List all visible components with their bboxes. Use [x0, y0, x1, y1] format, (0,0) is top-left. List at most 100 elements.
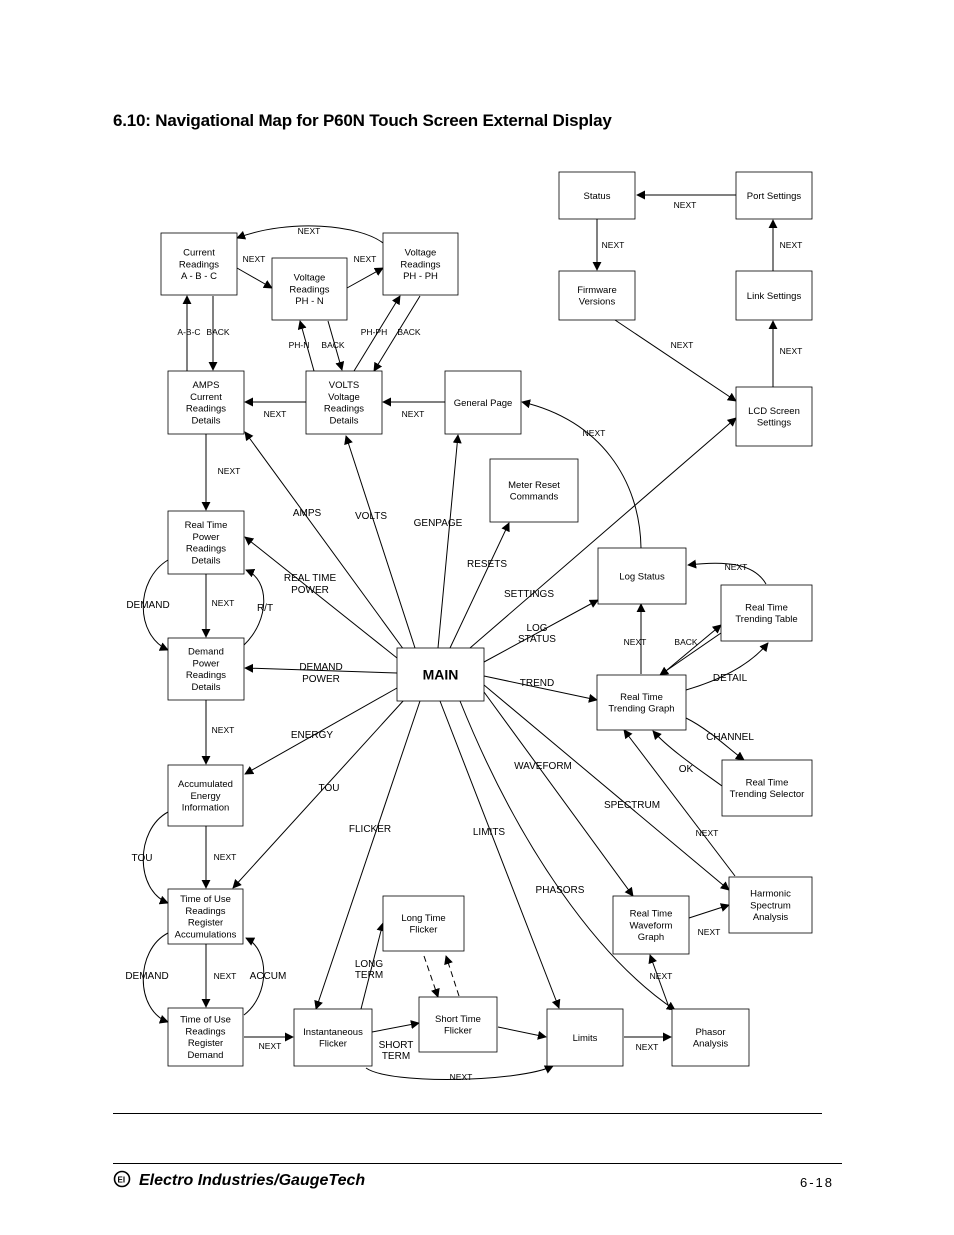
node-label-rtselector: Trending Selector — [730, 789, 805, 800]
edge-label-next-status: NEXT — [674, 200, 697, 210]
edge-label-next-bottom: NEXT — [450, 1072, 473, 1082]
edge-touacc-toudemand-loop — [142, 932, 169, 1024]
edge-label-next-tou2: NEXT — [214, 971, 237, 981]
edge-label-phasors: PHASORS — [536, 885, 585, 896]
node-box-firmware — [558, 270, 636, 321]
edge-label-next-genlog: NEXT — [583, 428, 606, 438]
edge-label-amps: AMPS — [293, 508, 322, 519]
edge-label-ok: OK — [679, 764, 694, 775]
edge-waveform-harmonic — [688, 903, 730, 919]
edge-label-energy: ENERGY — [291, 730, 334, 741]
node-box-logstatus — [597, 547, 687, 605]
node-label-vphph: Readings — [400, 259, 440, 270]
edge-label-resets: RESETS — [467, 559, 507, 570]
edge-label-next-top: NEXT — [298, 226, 321, 236]
node-box-vphph — [382, 232, 459, 296]
node-box-current — [160, 232, 238, 296]
edge-label-back-amps: BACK — [206, 327, 229, 337]
node-label-harmonic: Spectrum — [750, 900, 791, 911]
edge-label-short: SHORT — [379, 1040, 414, 1051]
edge-rttable-logstatus — [687, 559, 767, 585]
edge-logstatus-general — [521, 399, 642, 549]
node-logstatus: Log Status — [597, 547, 687, 605]
page-number: 6-18 — [800, 1175, 835, 1190]
page-title: 6.10: Navigational Map for P60N Touch Sc… — [113, 111, 612, 130]
node-label-amps: Current — [190, 392, 222, 403]
node-box-touacc — [167, 888, 244, 945]
edge-label-settings: SETTINGS — [504, 589, 554, 600]
edge-label-next-link: NEXT — [780, 346, 803, 356]
edge-label-realtime: REAL TIME — [284, 573, 337, 584]
node-label-vphn: PH - N — [295, 296, 324, 307]
node-label-demand: Demand — [188, 647, 224, 658]
node-label-energy: Information — [182, 803, 230, 814]
edge-rtgraph-channel — [685, 717, 745, 761]
edge-label-term1: TERM — [355, 970, 383, 981]
node-label-demand: Power — [193, 658, 220, 669]
node-label-rtgraph: Trending Graph — [608, 704, 674, 715]
node-label-energy: Accumulated — [178, 779, 233, 790]
node-label-rtpower: Details — [191, 556, 220, 567]
edge-label-log: LOG — [526, 623, 547, 634]
edge-harmonic-rtgraph-1 — [623, 729, 736, 877]
node-label-waveform: Waveform — [630, 920, 673, 931]
node-label-demand: Details — [191, 682, 220, 693]
edge-selector-rtgraph — [652, 730, 723, 787]
company-name: Electro Industries/GaugeTech — [139, 1172, 366, 1189]
edge-label-demand-l2: DEMAND — [125, 971, 168, 982]
edge-label-next-lcd: NEXT — [671, 340, 694, 350]
edge-main-waveform — [483, 691, 634, 897]
node-label-shortflicker: Short Time — [435, 1014, 481, 1025]
node-label-current: Current — [183, 248, 215, 259]
edge-main-meter — [449, 522, 510, 649]
edge-inst-long — [360, 922, 386, 1010]
node-box-phasor — [671, 1008, 750, 1067]
node-box-rttable — [720, 584, 813, 642]
edge-main-phasor — [459, 700, 676, 1011]
edge-main-rtpower — [244, 536, 398, 659]
edge-label-demand-l: DEMAND — [126, 600, 169, 611]
edge-label-next-log: NEXT — [624, 637, 647, 647]
edge-label-next-rtt: NEXT — [725, 562, 748, 572]
node-label-amps: Readings — [186, 404, 226, 415]
edge-vphph-current — [236, 225, 384, 244]
node-label-rtgraph: Real Time — [620, 692, 663, 703]
node-label-toudemand: Demand — [188, 1050, 224, 1061]
edge-label-abc: A-B-C — [177, 327, 200, 337]
edge-label-channel: CHANNEL — [706, 732, 754, 743]
node-label-rtpower: Readings — [186, 544, 226, 555]
edge-short-long-dashed — [444, 955, 460, 997]
edge-short-limits — [497, 1026, 547, 1040]
node-label-shortflicker: Flicker — [444, 1026, 472, 1037]
node-label-volts: Details — [329, 416, 358, 427]
footer-rule-top — [113, 1113, 822, 1114]
edge-long-short-dashed — [423, 955, 440, 998]
edge-main-lcd — [469, 417, 737, 649]
node-label-demand: Readings — [186, 670, 226, 681]
node-box-status — [558, 171, 636, 220]
node-label-logstatus: Log Status — [619, 571, 665, 582]
edge-label-volts: VOLTS — [355, 511, 387, 522]
edge-rtgraph-rttable — [660, 624, 722, 676]
node-label-general: General Page — [454, 398, 513, 409]
edge-harmonic-rtgraph-2 — [617, 738, 723, 884]
edge-label-next-wave: NEXT — [698, 927, 721, 937]
node-label-meter: Commands — [510, 492, 559, 503]
node-label-vphn: Readings — [289, 284, 329, 295]
node-box-instflicker — [293, 1008, 373, 1067]
node-box-toudemand — [167, 1007, 244, 1067]
edge-label-spectrum: SPECTRUM — [604, 800, 660, 811]
edge-label-genpage: GENPAGE — [414, 518, 463, 529]
edge-label-next-firmware: NEXT — [602, 240, 625, 250]
